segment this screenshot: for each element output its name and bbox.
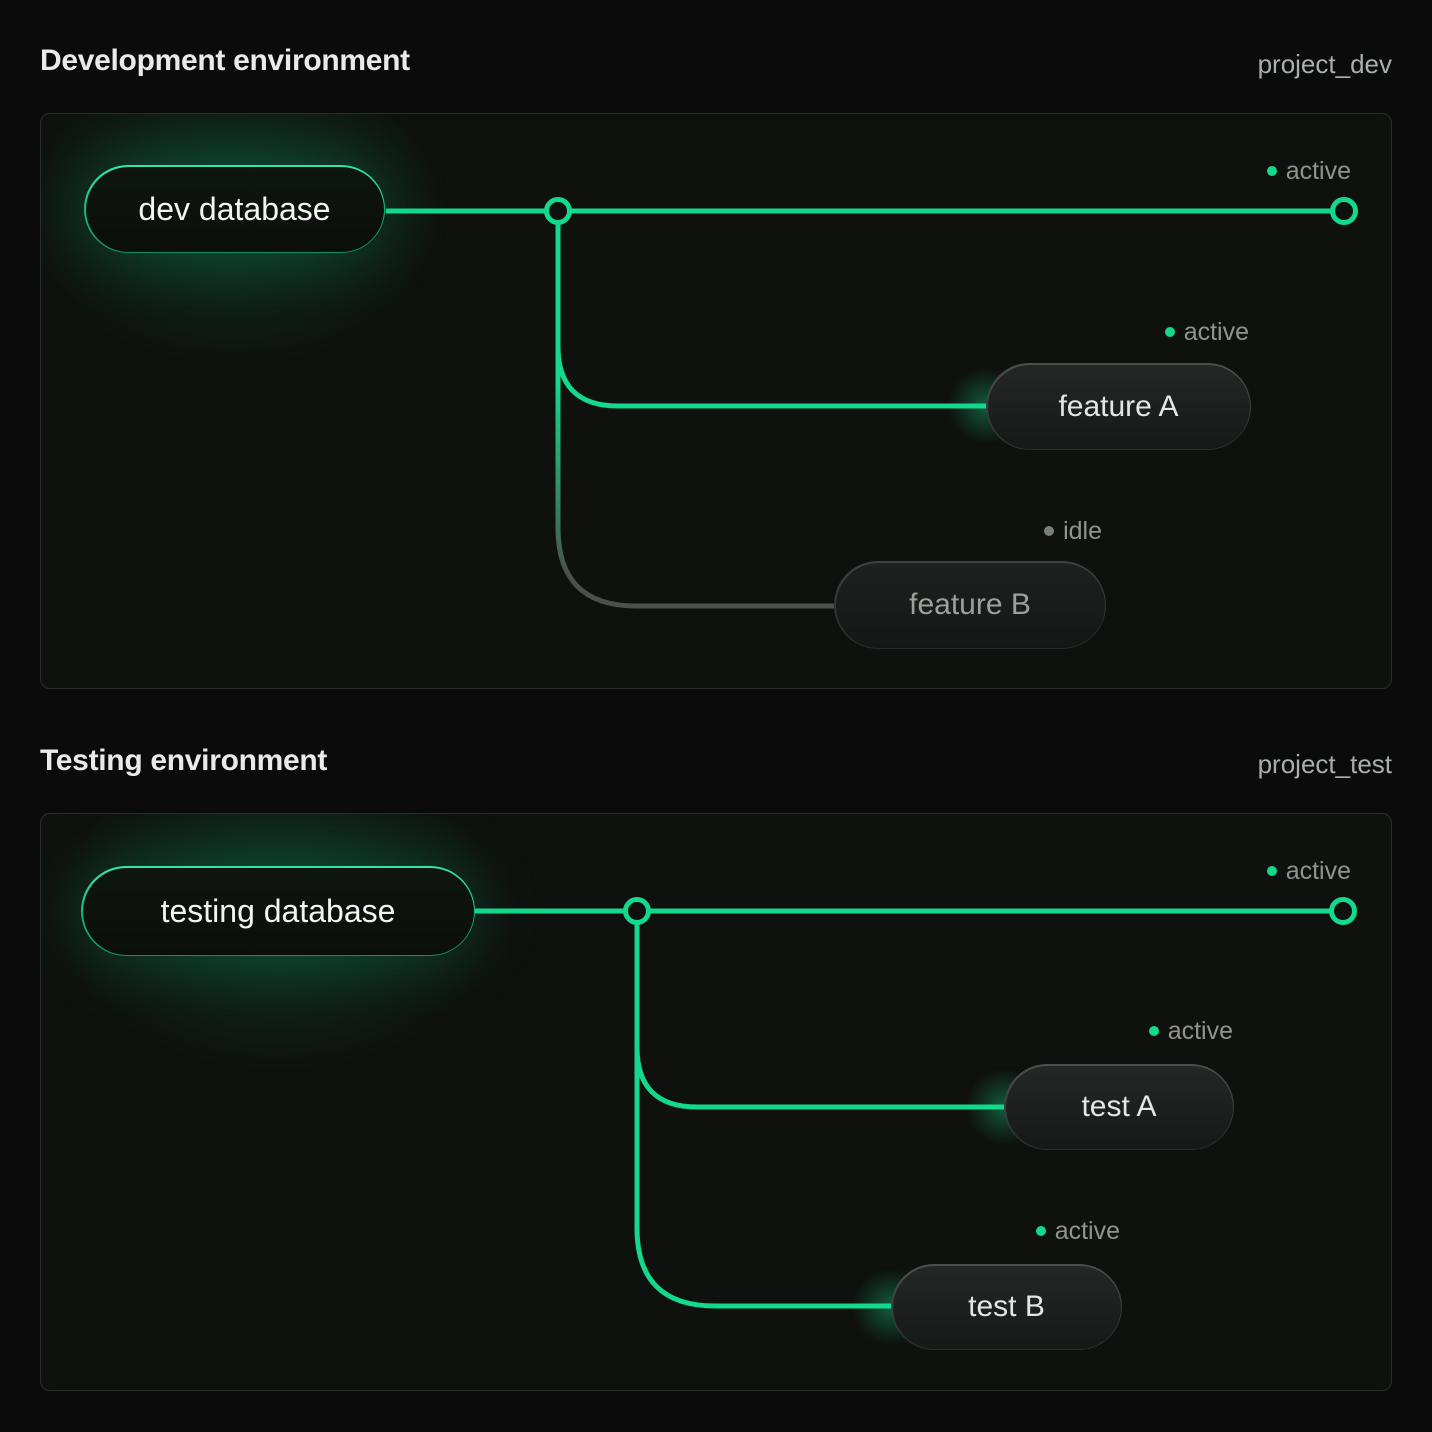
branch-point-node-icon bbox=[623, 897, 651, 925]
status-dot-icon bbox=[1266, 866, 1277, 876]
status-dot-icon bbox=[1035, 1226, 1046, 1236]
test-b-status-badge: active bbox=[1035, 1216, 1120, 1246]
branch-line-test-a bbox=[634, 911, 1004, 1110]
feature-a-status-badge: active bbox=[1164, 317, 1249, 347]
branch-label: test B bbox=[892, 1265, 1121, 1349]
dev-section-title: Development environment bbox=[40, 44, 410, 77]
root-branch-node-testing-database[interactable]: testing database bbox=[81, 866, 475, 956]
branch-label: feature A bbox=[987, 364, 1250, 449]
root-branch-node-dev-database[interactable]: dev database bbox=[84, 165, 385, 253]
status-dot-icon bbox=[1148, 1026, 1159, 1036]
status-label: active bbox=[1285, 857, 1351, 885]
status-dot-icon bbox=[1044, 526, 1055, 536]
dev-project-name-label: project_dev bbox=[1257, 49, 1392, 79]
branch-line-feature-b bbox=[555, 211, 834, 609]
dev-branch-diagram-panel: dev database feature A feature B active … bbox=[40, 113, 1392, 689]
main-branch-endpoint-icon bbox=[1330, 197, 1358, 225]
branch-node-test-b[interactable]: test B bbox=[891, 1264, 1122, 1350]
status-dot-icon bbox=[1164, 327, 1175, 337]
status-label: idle bbox=[1063, 517, 1102, 545]
status-dot-icon bbox=[1266, 166, 1277, 176]
feature-b-status-badge: idle bbox=[1044, 516, 1102, 546]
testing-branch-lines bbox=[475, 897, 1357, 1309]
branch-node-feature-b[interactable]: feature B bbox=[834, 561, 1106, 649]
branch-point-node-icon bbox=[544, 197, 572, 225]
main-branch-status-badge: active bbox=[1266, 156, 1351, 186]
testing-project-name-label: project_test bbox=[1257, 749, 1392, 779]
branch-label: test A bbox=[1005, 1065, 1233, 1149]
branch-line-feature-a bbox=[555, 211, 986, 409]
testing-branch-diagram-panel: testing database test A test B active ac… bbox=[40, 813, 1392, 1391]
status-label: active bbox=[1167, 1017, 1233, 1045]
status-label: active bbox=[1054, 1217, 1120, 1245]
root-branch-label: dev database bbox=[85, 166, 384, 252]
status-label: active bbox=[1183, 318, 1249, 346]
dev-branch-lines bbox=[386, 197, 1358, 609]
testing-section-title: Testing environment bbox=[40, 744, 328, 777]
branch-line-test-b bbox=[634, 911, 891, 1309]
branch-node-feature-a[interactable]: feature A bbox=[986, 363, 1251, 450]
root-branch-label: testing database bbox=[82, 867, 474, 955]
main-branch-status-badge: active bbox=[1266, 856, 1351, 886]
status-label: active bbox=[1285, 157, 1351, 185]
branch-label: feature B bbox=[835, 562, 1105, 648]
branch-node-test-a[interactable]: test A bbox=[1004, 1064, 1234, 1150]
test-a-status-badge: active bbox=[1148, 1016, 1233, 1046]
main-branch-endpoint-icon bbox=[1329, 897, 1357, 925]
